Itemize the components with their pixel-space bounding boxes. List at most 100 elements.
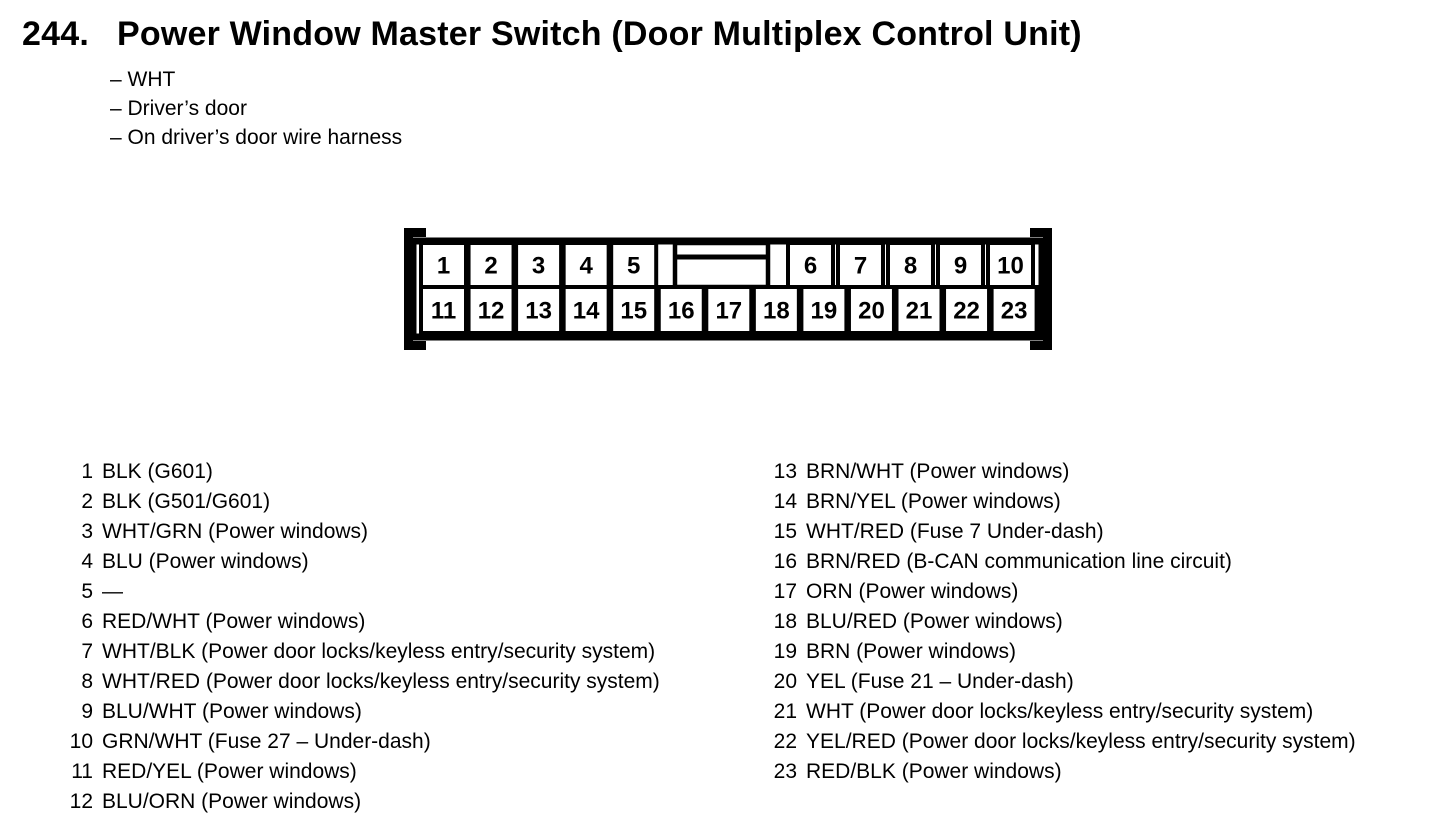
pin-row: 8 WHT/RED (Power door locks/keyless entry… [60, 667, 660, 697]
connector-cavity-number: 14 [573, 298, 600, 325]
pin-row: 16 BRN/RED (B-CAN communication line circ… [764, 547, 1356, 577]
connector-cavity-number: 11 [431, 298, 456, 325]
connector-cavity [886, 241, 935, 289]
pin-description: GRN/WHT (Fuse 27 – Under-dash) [102, 730, 431, 753]
pin-description: RED/BLK (Power windows) [806, 760, 1062, 783]
pin-description: BLU/RED (Power windows) [806, 610, 1063, 633]
connector-cavity [419, 285, 468, 335]
connector-cavity [799, 285, 849, 335]
connector-cavity [466, 285, 516, 335]
pin-description: YEL (Fuse 21 – Under-dash) [806, 670, 1074, 693]
pin-description: BLK (G501/G601) [102, 490, 271, 513]
page-title: Power Window Master Switch (Door Multipl… [116, 15, 1082, 53]
pin-number: 13 [773, 460, 797, 483]
connector-cavity-number: 4 [579, 253, 593, 280]
connector-cavity-number: 6 [804, 253, 817, 280]
pin-description: WHT/RED (Power door locks/keyless entry/… [102, 670, 660, 693]
pin-row: 19 BRN (Power windows) [764, 637, 1356, 667]
pin-row: 9 BLU/WHT (Power windows) [60, 697, 660, 727]
connector-cavity-number: 12 [478, 298, 505, 325]
connector-cavity-number: 3 [532, 253, 545, 280]
connector-cavity-number: 5 [627, 253, 640, 280]
pin-number: 9 [81, 700, 93, 723]
pin-row: 13 BRN/WHT (Power windows) [764, 457, 1356, 487]
pin-description: BLU (Power windows) [102, 550, 309, 573]
connector-cavity-number: 9 [954, 253, 967, 280]
pin-row: 4 BLU (Power windows) [60, 547, 660, 577]
note-item: – On driver’s door wire harness [110, 126, 403, 149]
pin-number: 12 [69, 790, 93, 813]
connector-keyway [672, 240, 771, 290]
connector-cavity-number: 22 [953, 298, 980, 325]
connector-cavity [846, 285, 896, 335]
pin-number: 15 [773, 520, 797, 543]
pin-description: — [102, 580, 123, 603]
pin-description: BLU/WHT (Power windows) [102, 700, 362, 723]
connector-cavity-number: 17 [715, 298, 742, 325]
connector-cavity-number: 8 [904, 253, 917, 280]
pin-row: 5— [60, 577, 660, 607]
pin-number: 8 [81, 670, 93, 693]
connector-cavity-number: 18 [763, 298, 790, 325]
note-item: – WHT [110, 68, 176, 91]
pin-number: 19 [773, 640, 797, 663]
connector-end-tab-left [404, 228, 426, 350]
connector-cavity [514, 285, 564, 335]
pin-number: 4 [81, 550, 93, 573]
pin-number: 5 [81, 580, 93, 603]
connector-cavity [609, 285, 659, 335]
connector-cavity [989, 285, 1039, 335]
pin-row: 10 GRN/WHT (Fuse 27 – Under-dash) [60, 727, 660, 757]
pin-number: 20 [773, 670, 797, 693]
connector-notes: – WHT – Driver’s door – On driver’s door w… [110, 65, 402, 152]
pin-number: 21 [773, 700, 797, 723]
connector-cavity-number: 20 [858, 298, 885, 325]
connector-cavity [466, 241, 516, 289]
connector-cavity [419, 241, 468, 289]
connector-cavity-number: 16 [668, 298, 695, 325]
connector-cavity-number: 1 [437, 253, 450, 280]
pin-description: WHT/GRN (Power windows) [102, 520, 369, 543]
connector-cavity-number: 10 [997, 253, 1024, 280]
connector-end-tab-right [1030, 228, 1052, 350]
pin-description: BLU/ORN (Power windows) [102, 790, 362, 813]
connector-cavity-number: 2 [484, 253, 497, 280]
connector-cavity [561, 285, 611, 335]
pin-row: 15 WHT/RED (Fuse 7 Under-dash) [764, 517, 1356, 547]
pin-description: BRN/YEL (Power windows) [806, 490, 1061, 513]
pin-description: BRN/RED (B-CAN communication line circui… [806, 550, 1232, 573]
pin-description: BRN (Power windows) [806, 640, 1017, 663]
pin-number: 10 [69, 730, 93, 753]
connector-cavity [894, 285, 944, 335]
connector-cavity [942, 285, 992, 335]
pin-description: ORN (Power windows) [806, 580, 1019, 603]
pin-description: RED/WHT (Power windows) [102, 610, 366, 633]
pin-row: 2 BLK (G501/G601) [60, 487, 660, 517]
item-number: 244. [22, 15, 89, 53]
pin-description: RED/YEL (Power windows) [102, 760, 357, 783]
pin-description: WHT/RED (Fuse 7 Under-dash) [806, 520, 1104, 543]
note-item: – Driver’s door [110, 97, 247, 120]
pin-description: BRN/WHT (Power windows) [806, 460, 1070, 483]
pin-number: 1 [81, 460, 93, 483]
pin-row: 20 YEL (Fuse 21 – Under-dash) [764, 667, 1356, 697]
connector-cavity-number: 13 [525, 298, 552, 325]
pin-number: 2 [81, 490, 93, 513]
pin-number: 17 [773, 580, 797, 603]
pin-number: 16 [773, 550, 797, 573]
connector-cavity [656, 285, 706, 335]
connector-cavity-number: 7 [854, 253, 867, 280]
pin-description: WHT/BLK (Power door locks/keyless entry/… [102, 640, 656, 663]
